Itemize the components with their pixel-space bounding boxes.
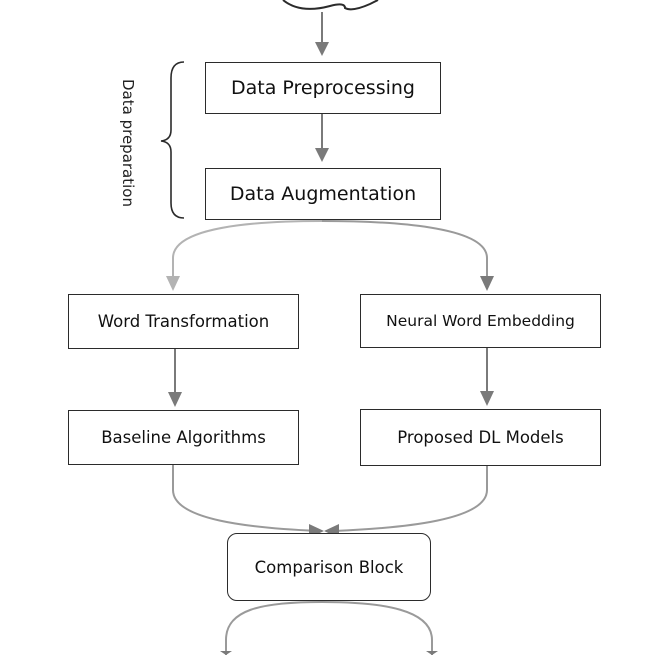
arrowhead-neural-embedding <box>480 276 494 291</box>
arrowhead-bottom-left <box>220 651 232 655</box>
node-neural-word-embedding: Neural Word Embedding <box>360 294 601 348</box>
arrow-augmentation-to-neural-embedding <box>321 220 488 278</box>
node-data-augmentation: Data Augmentation <box>205 168 441 220</box>
arrow-comparison-to-bottom-left <box>225 601 323 655</box>
node-data-preprocessing: Data Preprocessing <box>205 62 441 114</box>
node-baseline-algorithms: Baseline Algorithms <box>68 410 299 465</box>
arrow-augmentation-to-word-transformation <box>172 220 323 278</box>
arrow-comparison-to-bottom-right <box>321 601 433 655</box>
arrowhead-augmentation <box>315 148 329 162</box>
arrow-baseline-to-comparison <box>172 465 319 532</box>
source-shape-fragment <box>282 0 379 11</box>
node-word-transformation: Word Transformation <box>68 294 299 349</box>
arrowhead-baseline <box>168 392 182 407</box>
data-preparation-label: Data preparation <box>119 79 137 207</box>
arrowhead-proposed <box>480 391 494 406</box>
arrowhead-preprocessing <box>315 42 329 56</box>
node-proposed-dl-models: Proposed DL Models <box>360 409 601 466</box>
arrowhead-bottom-right <box>426 651 438 655</box>
node-comparison-block: Comparison Block <box>227 533 431 601</box>
arrow-proposed-to-comparison <box>333 466 488 532</box>
arrowhead-word-transformation <box>166 276 180 291</box>
data-preparation-bracket <box>160 61 185 219</box>
